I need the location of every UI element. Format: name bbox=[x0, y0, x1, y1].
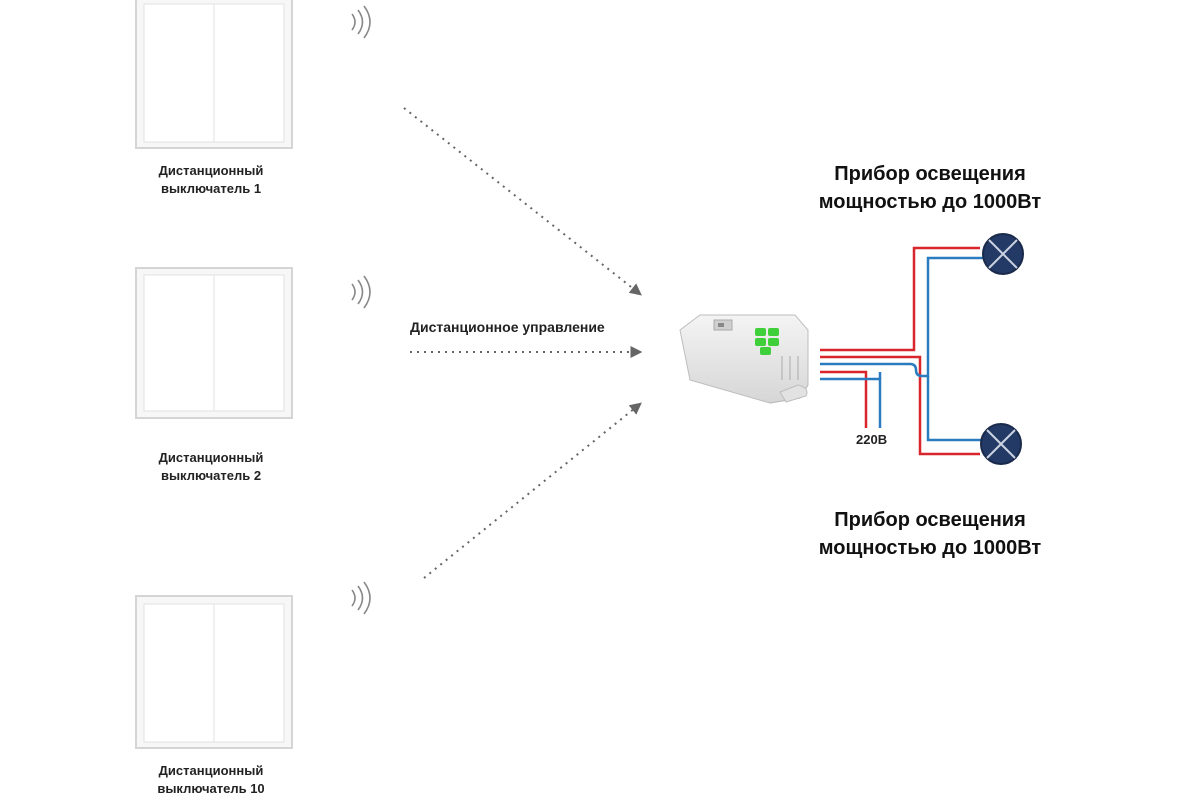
switch-caption-line: Дистанционный bbox=[158, 163, 264, 178]
voltage-label: 220В bbox=[856, 432, 888, 447]
switch-caption-line: выключатель 1 bbox=[160, 181, 262, 196]
wall-switch-2 bbox=[135, 267, 293, 419]
switch-caption-line: Дистанционный bbox=[158, 450, 264, 465]
switch-caption-line: выключатель 10 bbox=[157, 781, 265, 796]
wireless-signal-icon bbox=[351, 5, 371, 39]
wall-switch-1 bbox=[135, 0, 293, 149]
switch-caption-line: Дистанционный bbox=[158, 763, 264, 778]
wiring bbox=[820, 246, 985, 456]
dotted-arrow-1 bbox=[403, 107, 642, 296]
remote-control-label: Дистанционное управление bbox=[410, 319, 605, 335]
switch-caption-10: Дистанционный выключатель 10 bbox=[116, 762, 306, 798]
switch-caption-2: Дистанционный выключатель 2 bbox=[116, 449, 306, 485]
dotted-arrow-3 bbox=[423, 402, 642, 579]
lamp-title-bottom: Прибор освещения мощностью до 1000Вт bbox=[780, 506, 1080, 562]
wireless-signal-icon bbox=[351, 275, 371, 309]
switch-caption-1: Дистанционный выключатель 1 bbox=[116, 162, 306, 198]
lamp-title-line: мощностью до 1000Вт bbox=[818, 191, 1042, 213]
lamp-title-line: мощностью до 1000Вт bbox=[818, 537, 1042, 559]
lamp-title-top: Прибор освещения мощностью до 1000Вт bbox=[780, 160, 1080, 216]
relay-module bbox=[679, 314, 809, 404]
lamp-title-line: Прибор освещения bbox=[834, 509, 1026, 531]
wireless-signal-icon bbox=[351, 581, 371, 615]
lamp-icon bbox=[982, 233, 1024, 275]
switch-caption-line: выключатель 2 bbox=[160, 468, 262, 483]
lamp-title-line: Прибор освещения bbox=[834, 163, 1026, 185]
wall-switch-10 bbox=[135, 595, 293, 749]
lamp-icon bbox=[980, 423, 1022, 465]
